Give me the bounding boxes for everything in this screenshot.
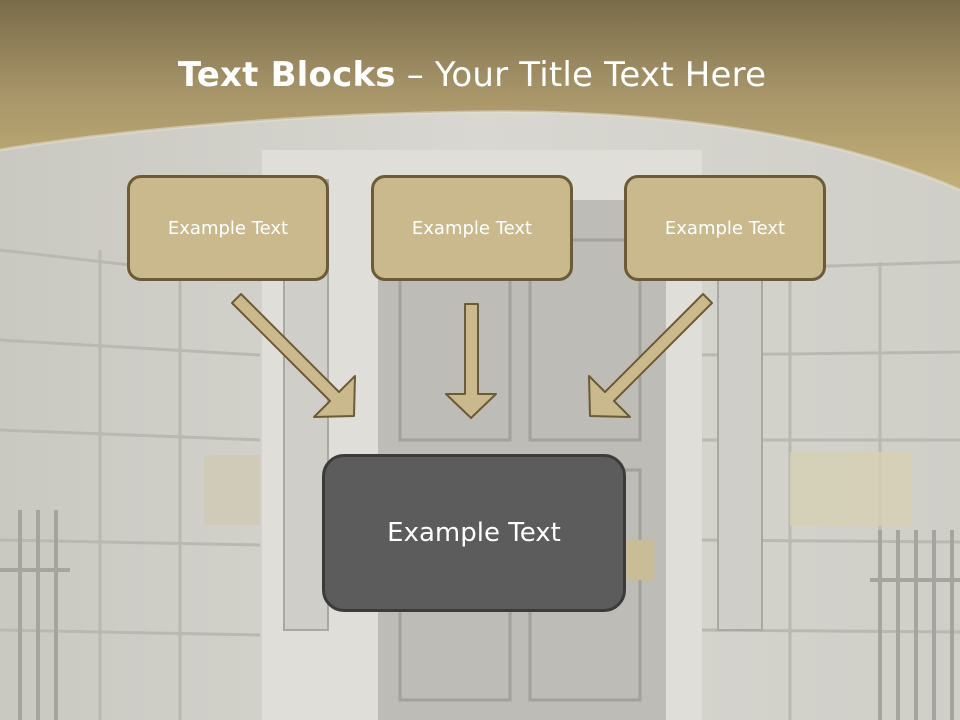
center-text-block[interactable]: Example Text <box>322 454 626 612</box>
text-block-1-label: Example Text <box>167 217 289 239</box>
text-block-3[interactable]: Example Text <box>624 175 826 281</box>
text-block-2-label: Example Text <box>411 217 533 239</box>
text-block-1[interactable]: Example Text <box>127 175 329 281</box>
text-block-3-label: Example Text <box>664 217 786 239</box>
arrow-right <box>588 293 713 418</box>
arrow-left <box>231 293 356 418</box>
slide-title-bold: Text Blocks <box>177 55 396 95</box>
slide-title: Text Blocks – Your Title Text Here <box>0 52 944 98</box>
center-text-block-label: Example Text <box>387 518 561 548</box>
text-block-2[interactable]: Example Text <box>371 175 573 281</box>
arrow-center <box>445 303 497 419</box>
slide-title-rest: – Your Title Text Here <box>395 55 767 95</box>
